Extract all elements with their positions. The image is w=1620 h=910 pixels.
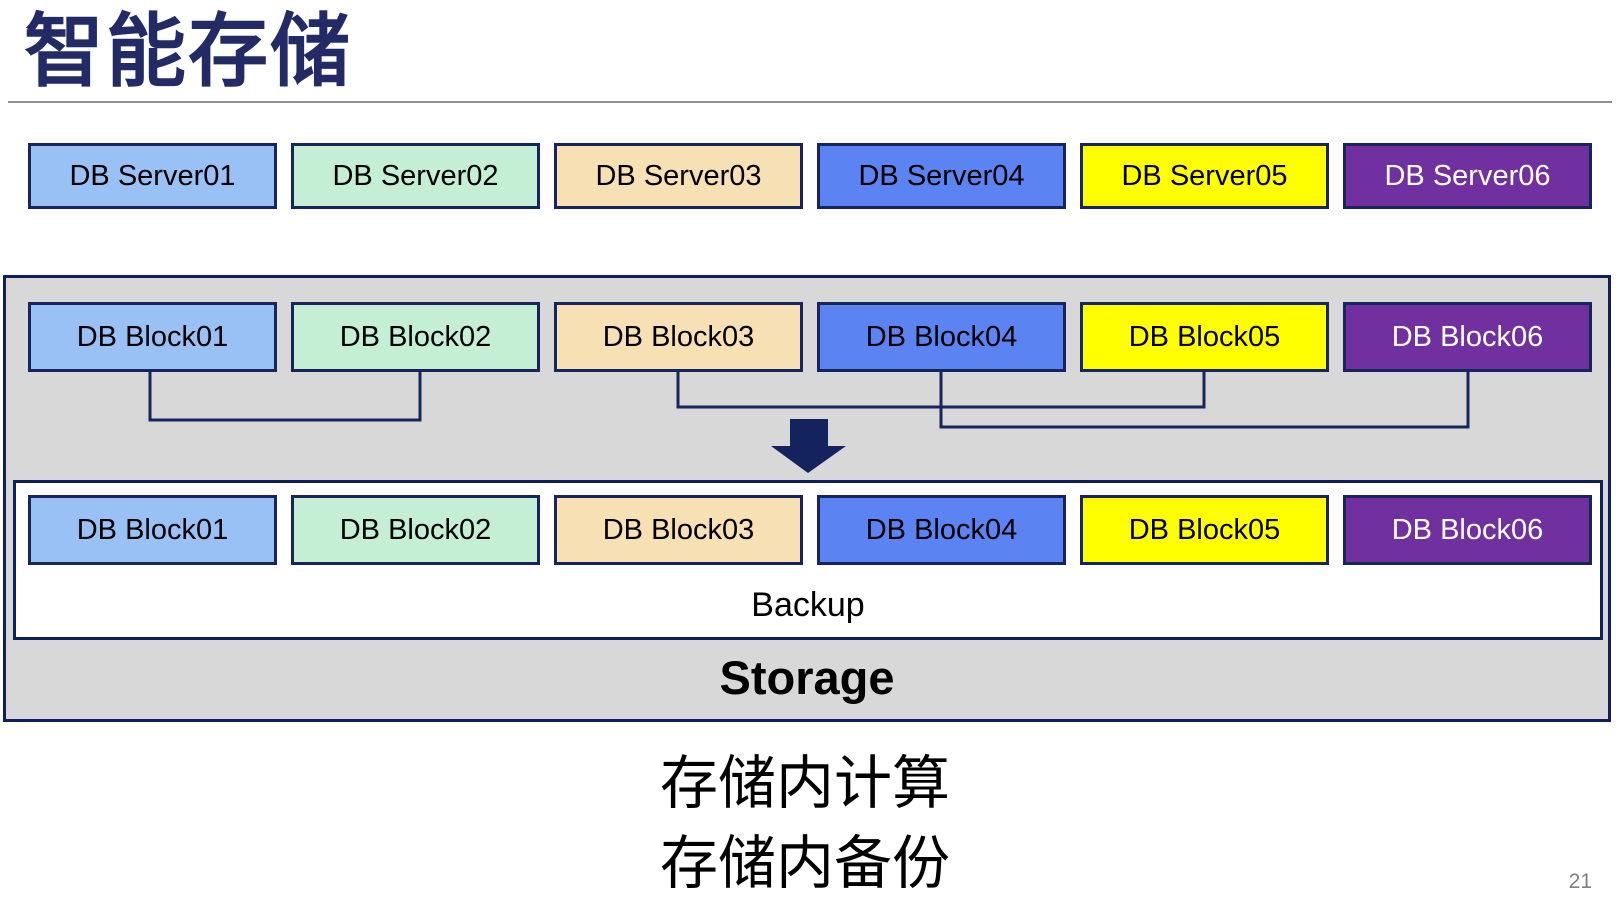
slide-title: 智能存储 — [24, 7, 352, 96]
page-number: 21 — [1568, 870, 1592, 893]
db-block-box: DB Block05 — [1080, 302, 1329, 372]
db-server-box: DB Server04 — [817, 143, 1066, 209]
db-server-box: DB Server05 — [1080, 143, 1329, 209]
db-block-row-bottom: DB Block01 DB Block02 DB Block03 DB Bloc… — [28, 495, 1592, 565]
db-server-row: DB Server01 DB Server02 DB Server03 DB S… — [28, 143, 1592, 209]
backup-label: Backup — [751, 586, 865, 624]
db-block-box: DB Block01 — [28, 302, 277, 372]
storage-label: Storage — [719, 651, 895, 704]
caption-line-1: 存储内计算 — [659, 751, 950, 816]
db-block-box: DB Block03 — [554, 302, 803, 372]
db-block-row-top: DB Block01 DB Block02 DB Block03 DB Bloc… — [28, 302, 1592, 372]
db-block-box: DB Block06 — [1343, 495, 1592, 565]
backup-box — [13, 480, 1603, 640]
db-block-box: DB Block02 — [291, 495, 540, 565]
title-divider — [8, 101, 1612, 103]
caption-line-2: 存储内备份 — [659, 831, 950, 896]
db-block-box: DB Block01 — [28, 495, 277, 565]
db-block-box: DB Block05 — [1080, 495, 1329, 565]
db-server-box: DB Server06 — [1343, 143, 1592, 209]
db-server-box: DB Server03 — [554, 143, 803, 209]
db-block-box: DB Block04 — [817, 495, 1066, 565]
db-block-box: DB Block03 — [554, 495, 803, 565]
db-server-box: DB Server02 — [291, 143, 540, 209]
db-block-box: DB Block02 — [291, 302, 540, 372]
db-block-box: DB Block04 — [817, 302, 1066, 372]
db-block-box: DB Block06 — [1343, 302, 1592, 372]
caption: 存储内计算 存储内备份 — [0, 744, 1610, 904]
db-server-box: DB Server01 — [28, 143, 277, 209]
